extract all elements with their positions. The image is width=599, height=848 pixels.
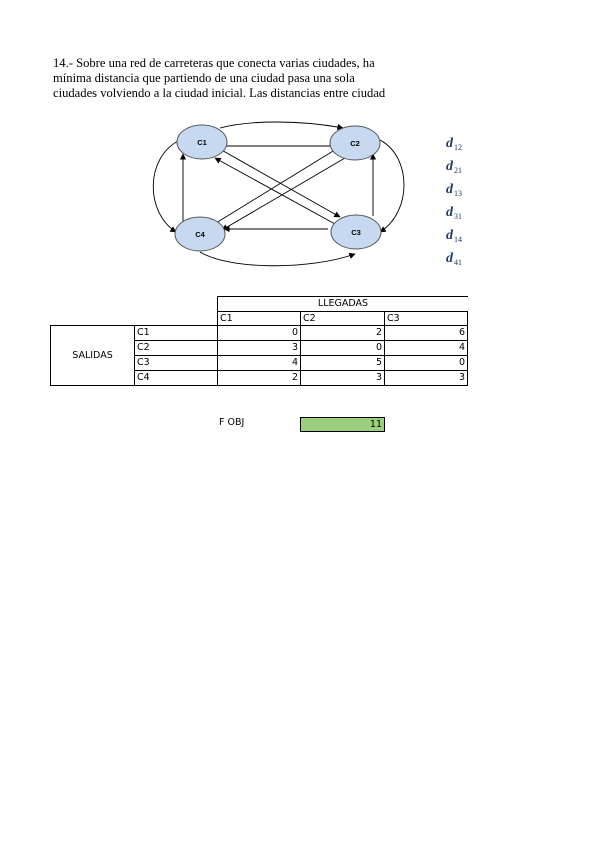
table-cell: 0	[291, 327, 298, 338]
node-c2: C2	[329, 125, 381, 161]
column-header: C1	[220, 313, 233, 324]
objective-value-cell[interactable]: 11	[300, 417, 385, 432]
node-c1: C1	[176, 124, 228, 160]
table-cell: 2	[375, 327, 382, 338]
node-c1-label: C1	[197, 138, 207, 147]
node-c4: C4	[174, 216, 226, 252]
edge-c2-c4	[221, 157, 346, 231]
problem-line-3: ciudades volviendo a la ciudad inicial. …	[53, 86, 386, 100]
node-c2-label: C2	[350, 139, 360, 148]
table-cell: 2	[291, 372, 298, 383]
edge-c2-c3-outer	[379, 139, 405, 233]
edge-c4-c2	[215, 147, 339, 224]
distance-symbol: d13	[446, 182, 462, 198]
edge-c1-c3	[217, 147, 341, 218]
table-cell: 0	[375, 342, 382, 353]
distance-table-grid	[50, 296, 468, 386]
node-c3: C3	[330, 214, 382, 250]
table-cell: 5	[375, 357, 382, 368]
table-cell: 4	[291, 357, 298, 368]
distance-symbol: d21	[446, 159, 462, 175]
table-group-header: LLEGADAS	[317, 298, 369, 309]
table-cell: 3	[375, 372, 382, 383]
problem-line-2: mínima distancia que partiendo de una ci…	[53, 71, 355, 85]
table-cell: 3	[458, 372, 465, 383]
problem-statement: 14.- Sobre una red de carreteras que con…	[53, 56, 468, 101]
distance-symbol: d12	[446, 136, 462, 152]
column-header: C3	[387, 313, 400, 324]
distance-symbol: d41	[446, 251, 462, 267]
edge-c3-c1	[214, 157, 336, 225]
row-label: C2	[137, 342, 150, 353]
distance-symbol: d14	[446, 228, 462, 244]
city-network-diagram: C1 C2 C3 C4	[152, 121, 405, 267]
table-cell: 3	[291, 342, 298, 353]
row-label: C1	[137, 327, 150, 338]
row-label: C3	[137, 357, 150, 368]
table-cell: 4	[458, 342, 465, 353]
column-header: C2	[303, 313, 316, 324]
table-cell: 0	[458, 357, 465, 368]
table-cell: 6	[458, 327, 465, 338]
distance-symbol: d31	[446, 205, 462, 221]
distance-symbols: d12 d21 d13 d31 d14 d41	[446, 136, 470, 274]
edge-c4-c3-lower	[199, 251, 356, 267]
problem-line-1: 14.- Sobre una red de carreteras que con…	[53, 56, 375, 70]
edge-c1-c2	[219, 121, 344, 131]
node-c3-label: C3	[351, 228, 361, 237]
node-c4-label: C4	[195, 230, 205, 239]
objective-label: F OBJ	[219, 417, 245, 428]
row-group-header: SALIDAS	[72, 350, 113, 361]
row-label: C4	[137, 372, 150, 383]
edge-c1-c4-outer	[152, 139, 181, 233]
